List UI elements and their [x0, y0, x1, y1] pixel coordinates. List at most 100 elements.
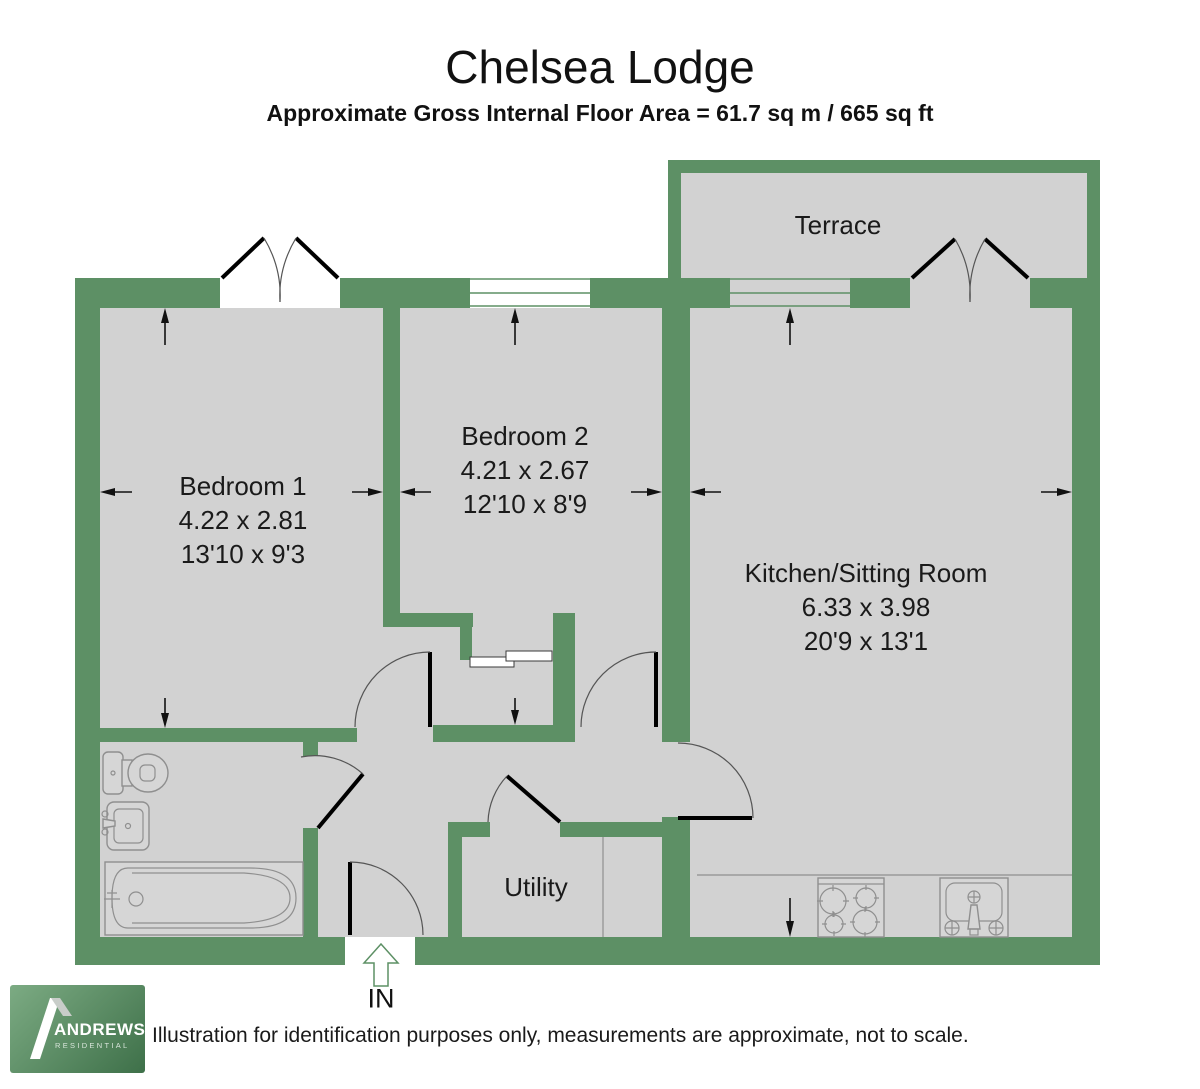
arrowhead-down	[511, 710, 519, 725]
disclaimer-text: Illustration for identification purposes…	[152, 1024, 969, 1047]
arrowhead-down	[161, 713, 169, 728]
logo-a-stroke	[30, 998, 60, 1059]
bath-inner	[111, 867, 297, 929]
basin	[101, 801, 150, 851]
door-swing	[349, 861, 424, 936]
room-name: Bedroom 1	[179, 471, 307, 501]
kitchen-sink	[939, 877, 1009, 938]
closet-shelf	[469, 656, 515, 668]
page-title: Chelsea Lodge	[445, 41, 755, 93]
wall-segment	[1087, 160, 1100, 278]
logo-subtext: RESIDENTIAL	[55, 1041, 130, 1050]
sink-drain-cross	[968, 891, 980, 903]
arrowhead-down	[786, 921, 794, 937]
wall-segment	[383, 308, 400, 627]
logo-mark-icon	[30, 998, 72, 1059]
interior-walls	[100, 308, 690, 937]
entrance-arrow	[362, 942, 400, 987]
basin-drain	[124, 822, 132, 830]
stove	[817, 877, 885, 938]
arrowhead-right	[1057, 488, 1072, 496]
door-leaf	[505, 774, 562, 824]
door-leaf	[294, 236, 340, 280]
logo-text: ANDREWS	[54, 1020, 146, 1039]
logo-a-stroke-gray	[51, 998, 72, 1016]
top-wall	[75, 278, 1100, 308]
wall-segment	[1072, 278, 1100, 965]
burner-ticks	[817, 885, 880, 937]
door-swing	[677, 742, 754, 819]
room-name: Kitchen/Sitting Room	[744, 558, 988, 588]
utility-door	[487, 774, 562, 824]
bath-tap	[104, 890, 120, 908]
room-name: Bedroom 2	[461, 421, 589, 451]
room-label-utility: Utility	[504, 872, 568, 902]
bedroom1-french-doors	[220, 236, 340, 303]
door-swing	[300, 755, 364, 775]
room-label-bedroom1: Bedroom 1 4.22 x 2.81 13'10 x 9'3	[179, 469, 308, 571]
wall-segment	[75, 937, 345, 965]
wall-segment	[590, 278, 730, 308]
kitchen-counter	[602, 837, 1072, 937]
room-size-imperial: 20'9 x 13'1	[803, 626, 929, 656]
in-arrow-icon	[362, 942, 400, 987]
andrews-residential-logo: ANDREWS RESIDENTIAL	[10, 985, 145, 1073]
terrace-french-doors	[910, 237, 1030, 303]
sink-faucet-base	[969, 928, 979, 936]
page-subtitle: Approximate Gross Internal Floor Area = …	[266, 100, 934, 126]
wall-segment	[560, 822, 690, 837]
wall-segment	[433, 725, 575, 742]
door-leaf	[316, 772, 365, 830]
kitchen-door	[580, 651, 754, 820]
wall-segment	[75, 278, 100, 965]
door-swing	[487, 775, 508, 823]
room-label-terrace: Terrace	[794, 210, 882, 240]
door-leaf	[220, 236, 266, 280]
wall-segment	[448, 822, 462, 937]
wall-segment	[662, 817, 690, 937]
perimeter-walls	[75, 278, 1100, 965]
room-size-metric: 4.22 x 2.81	[178, 505, 308, 535]
wall-segment	[668, 160, 1100, 173]
wall-segment	[553, 613, 575, 727]
toilet	[102, 751, 169, 795]
sink-tap-cross	[945, 921, 959, 935]
toilet-bowl	[127, 753, 169, 793]
door-swing	[354, 651, 431, 728]
bath-drain	[128, 891, 144, 907]
wall-segment	[415, 937, 1100, 965]
door-leaf	[983, 237, 1030, 280]
wall-segment	[340, 278, 470, 308]
arrowhead-up	[786, 308, 794, 323]
wall-segment	[850, 278, 910, 308]
door-swing	[580, 651, 657, 728]
room-size-imperial: 13'10 x 9'3	[180, 539, 306, 569]
wall-segment	[448, 822, 490, 837]
wall-segment	[460, 627, 472, 660]
door-swing	[279, 237, 297, 303]
toilet-cistern	[102, 751, 124, 795]
entrance-label: IN	[367, 983, 395, 1014]
basin-spout	[102, 818, 116, 829]
arrowhead-up	[161, 308, 169, 323]
basin-tap	[101, 810, 109, 818]
bath-rim	[132, 872, 291, 924]
wall-segment	[100, 728, 357, 742]
arrowhead-right	[647, 488, 662, 496]
arrowhead-left	[400, 488, 415, 496]
wall-segment	[668, 160, 681, 278]
arrowhead-left	[690, 488, 705, 496]
wall-segment	[303, 742, 318, 756]
wall-segment	[662, 308, 690, 742]
wall-segment	[303, 828, 318, 937]
room-size-metric: 6.33 x 3.98	[801, 592, 931, 622]
door-swing	[969, 238, 986, 303]
stove-body	[817, 877, 885, 938]
sink-tap-cross	[989, 921, 1003, 935]
toilet-button	[110, 770, 116, 776]
bathtub	[104, 861, 304, 936]
room-size-imperial: 12'10 x 8'9	[462, 489, 588, 519]
arrowhead-left	[100, 488, 115, 496]
